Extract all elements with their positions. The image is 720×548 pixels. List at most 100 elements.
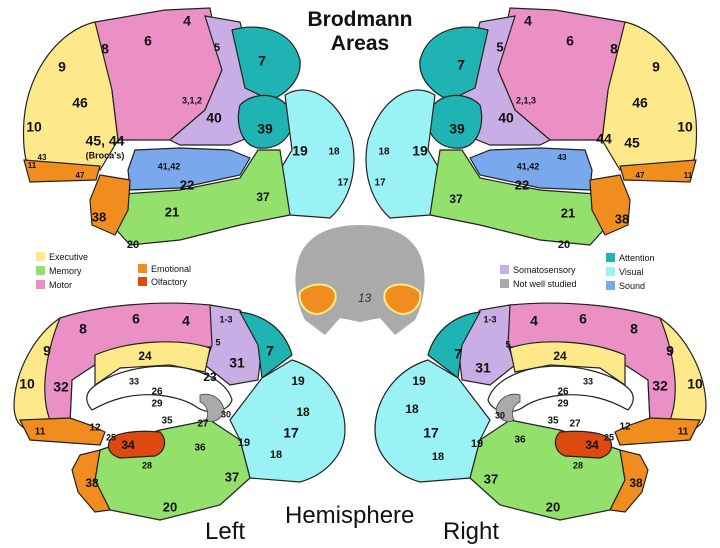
medial-emotional-38 [609, 449, 649, 513]
medial-left-area-label-19: 18 [296, 405, 310, 419]
medial-attention [238, 311, 293, 380]
lateral-right-area-label-24: 20 [558, 239, 570, 251]
lateral-right-area-label-4: 7 [457, 57, 465, 73]
medial-right-area-label-3: 8 [630, 321, 638, 337]
medial-left-area-label-13: 26 [151, 387, 163, 398]
label-hemisphere: Hemisphere [285, 502, 415, 529]
medial-left-area-label-25: 28 [142, 460, 152, 470]
lateral-left-area-label-11: (Broca's) [86, 150, 125, 160]
lateral-right-area-label-12: 45 [624, 135, 640, 151]
region-emotional [89, 174, 131, 236]
medial-left-area-label-28: 18 [270, 449, 282, 461]
medial-left-area-label-0: 8 [79, 321, 87, 337]
medial-right-area-label-16: 18 [405, 402, 419, 416]
lateral-left-area-label-13: 43 [38, 153, 47, 162]
medial-left-area-label-23: 25 [106, 432, 116, 442]
lateral-left-area-label-1: 8 [101, 41, 109, 57]
region-visual [279, 89, 355, 219]
lateral-left-area-label-12: 39 [257, 121, 273, 137]
medial-olfactory-34 [107, 430, 166, 459]
lateral-right-area-label-7: 40 [498, 110, 514, 126]
lateral-left-area-label-15: 19 [292, 143, 308, 159]
medial-cingulate [94, 341, 211, 387]
medial-left-area-label-9: 33 [129, 376, 139, 386]
medial-left-area-label-29: 38 [85, 476, 99, 490]
lateral-left-area-label-14: 41,42 [158, 161, 181, 171]
label-right: Right [443, 518, 500, 545]
legend-label: Sound [619, 281, 645, 291]
legend-label: Executive [49, 252, 88, 262]
lateral-left-area-label-23: 37 [256, 190, 270, 204]
medial-right-area-label-23: 12 [619, 422, 631, 433]
medial-left-area-label-3: 1-3 [219, 314, 232, 324]
insula-left-lobe [298, 283, 337, 316]
lateral-left-area-label-10: 45, 44 [86, 133, 125, 149]
medial-left-area-label-7: 31 [229, 355, 245, 371]
medial-left-hemisphere [13, 302, 346, 521]
medial-left-area-label-20: 17 [283, 425, 299, 441]
title-line-2: Areas [330, 32, 390, 55]
lateral-right-area-label-14: 19 [412, 143, 428, 159]
region-orbital-11-47 [619, 159, 697, 183]
legend-label: Olfactory [151, 277, 188, 287]
medial-right-area-label-28: 37 [484, 471, 498, 486]
medial-left-area-label-4: 5 [215, 337, 220, 347]
medial-cingulate [509, 341, 626, 387]
medial-left-area-label-15: 23 [203, 370, 217, 384]
medial-callosum [86, 365, 233, 413]
medial-right-hemisphere [374, 302, 707, 521]
medial-left-area-label-22: 12 [89, 423, 101, 434]
lateral-left-area-label-19: 22 [180, 177, 194, 192]
legend-swatch [606, 281, 615, 290]
legend-swatch [36, 266, 45, 275]
lateral-right-area-label-8: 46 [632, 95, 648, 111]
medial-left-area-label-12: 32 [53, 379, 69, 395]
lateral-right-area-label-13: 18 [378, 147, 390, 158]
legend-label: Motor [49, 280, 72, 290]
legend-label: Somatosensory [513, 265, 576, 275]
medial-right-area-label-30: 20 [546, 499, 560, 514]
legend-swatch [606, 267, 615, 276]
legend-label: Emotional [151, 264, 191, 274]
lateral-right-area-label-5: 9 [652, 59, 660, 75]
legend-swatch [606, 253, 615, 262]
medial-right-area-label-27: 28 [573, 460, 583, 470]
medial-right-area-label-14: 10 [687, 376, 703, 392]
region-orbital-11-47 [23, 159, 101, 183]
medial-left-area-label-10: 19 [291, 374, 305, 388]
medial-left-area-label-5: 9 [43, 343, 51, 359]
medial-right-area-label-20: 19 [471, 438, 483, 450]
legend-label: Visual [619, 267, 643, 277]
medial-left-area-label-18: 27 [197, 419, 209, 430]
medial-right-area-label-10: 19 [412, 374, 426, 388]
lateral-right-area-label-19: 11 [684, 171, 693, 180]
medial-right-area-label-25: 34 [585, 438, 599, 452]
medial-right-area-label-0: 1-3 [483, 314, 496, 324]
medial-right-area-label-26: 18 [432, 451, 444, 463]
medial-orbital [614, 417, 701, 446]
medial-right-area-label-8: 31 [475, 360, 491, 376]
medial-left-area-label-6: 24 [138, 349, 152, 363]
lateral-left-area-label-21: 38 [92, 209, 106, 224]
lateral-left-area-label-9: 10 [26, 119, 42, 135]
lateral-right-area-label-21: 37 [449, 192, 463, 206]
medial-right-area-label-19: 27 [569, 419, 581, 430]
medial-olfactory-34 [554, 430, 613, 459]
medial-left-area-label-17: 35 [161, 416, 173, 427]
medial-left-area-label-31: 20 [163, 499, 177, 514]
medial-attention [427, 311, 482, 380]
lateral-left-area-label-22: 21 [165, 204, 179, 219]
insula-right-lobe [383, 283, 422, 316]
medial-right-area-label-21: 36 [514, 435, 526, 446]
lateral-right-area-label-17: 17 [374, 178, 386, 189]
lateral-left-area-label-17: 11 [28, 161, 37, 170]
medial-right-area-label-9: 33 [583, 376, 593, 386]
